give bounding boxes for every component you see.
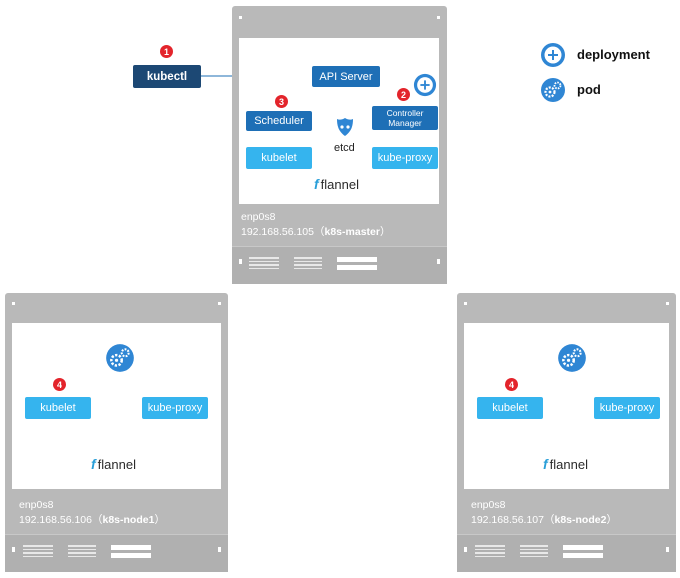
- master-kubelet-box: kubelet: [246, 147, 312, 169]
- node1-flannel-logo: f flannel: [91, 456, 136, 472]
- node1-iface: enp0s8: [19, 499, 54, 511]
- deployment-icon: [413, 73, 437, 97]
- node2-iface: enp0s8: [471, 499, 506, 511]
- node2-ip: 192.168.56.107: [471, 514, 544, 526]
- node2-network-info: enp0s8 192.168.56.107（k8s-node2）: [471, 498, 617, 528]
- controller-manager-box: Controller Manager: [372, 106, 438, 130]
- node2-footer: [457, 534, 676, 572]
- master-flannel-logo: f flannel: [314, 176, 359, 192]
- node1-screen: 4 kubelet kube-proxy f flannel: [12, 323, 221, 489]
- controller-label-line1: Controller: [386, 108, 424, 118]
- master-iface: enp0s8: [241, 211, 276, 223]
- node2-screen: 4 kubelet kube-proxy f flannel: [464, 323, 669, 489]
- master-server: API Server 3 Scheduler etcd 2 Controller…: [232, 6, 447, 284]
- node2-kube-proxy-box: kube-proxy: [594, 397, 660, 419]
- node1-kubelet-box: kubelet: [25, 397, 91, 419]
- step-badge-1: 1: [160, 45, 173, 58]
- node1-hostname: k8s-node1: [102, 514, 155, 526]
- node1-ip: 192.168.56.106: [19, 514, 92, 526]
- kubectl-box: kubectl: [133, 65, 201, 88]
- legend-deployment-label: deployment: [577, 47, 650, 62]
- node1-server: 4 kubelet kube-proxy f flannel enp0s8 19…: [5, 293, 228, 572]
- node2-server: 4 kubelet kube-proxy f flannel enp0s8 19…: [457, 293, 676, 572]
- etcd-label: etcd: [334, 142, 355, 154]
- legend-pod-label: pod: [577, 82, 601, 97]
- step-badge-4: 4: [505, 378, 518, 391]
- master-address-line: 192.168.56.105（k8s-master）: [241, 226, 391, 238]
- node1-flannel-label: flannel: [97, 456, 136, 472]
- node2-flannel-label: flannel: [549, 456, 588, 472]
- flannel-logo-icon: f: [91, 456, 96, 472]
- master-flannel-label: flannel: [320, 176, 359, 192]
- etcd-icon: [337, 118, 353, 136]
- api-server-box: API Server: [312, 66, 380, 87]
- node2-hostname: k8s-node2: [554, 514, 607, 526]
- step-badge-4: 4: [53, 378, 66, 391]
- legend: deployment pod: [540, 42, 670, 112]
- master-footer: [232, 246, 447, 284]
- deployment-icon: [541, 43, 565, 67]
- scheduler-box: Scheduler: [246, 111, 312, 131]
- node1-network-info: enp0s8 192.168.56.106（k8s-node1）: [19, 498, 165, 528]
- node1-kube-proxy-box: kube-proxy: [142, 397, 208, 419]
- master-screen: API Server 3 Scheduler etcd 2 Controller…: [239, 38, 439, 204]
- controller-label-line2: Manager: [388, 118, 422, 128]
- master-hostname: k8s-master: [324, 226, 380, 238]
- pod-icon: [541, 78, 565, 102]
- node2-kubelet-box: kubelet: [477, 397, 543, 419]
- node2-address-line: 192.168.56.107（k8s-node2）: [471, 514, 617, 526]
- master-ip: 192.168.56.105: [241, 226, 314, 238]
- flannel-logo-icon: f: [314, 176, 319, 192]
- pod-icon: [106, 344, 134, 372]
- master-network-info: enp0s8 192.168.56.105（k8s-master）: [241, 210, 390, 240]
- flannel-logo-icon: f: [543, 456, 548, 472]
- node1-footer: [5, 534, 228, 572]
- pod-icon: [558, 344, 586, 372]
- node2-flannel-logo: f flannel: [543, 456, 588, 472]
- node1-address-line: 192.168.56.106（k8s-node1）: [19, 514, 165, 526]
- step-badge-2: 2: [397, 88, 410, 101]
- step-badge-3: 3: [275, 95, 288, 108]
- master-kube-proxy-box: kube-proxy: [372, 147, 438, 169]
